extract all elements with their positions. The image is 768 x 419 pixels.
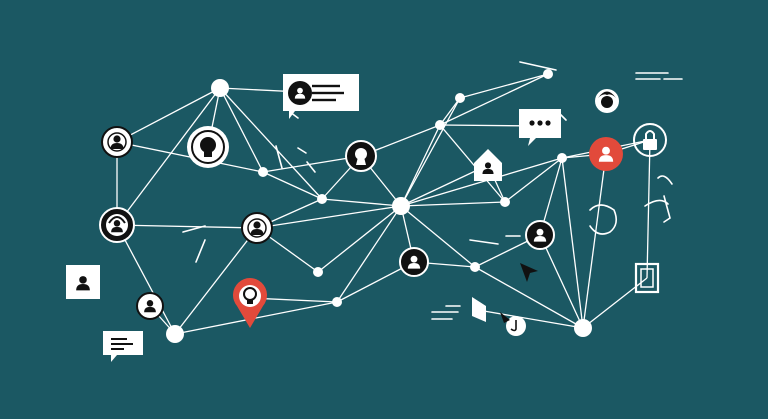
user-card-user-card-icon <box>66 265 100 299</box>
doc-card-document-icon <box>634 262 660 294</box>
link-user-white-middle-hub-bottom-left <box>174 227 258 335</box>
link-hub-center-dot-6 <box>400 157 563 207</box>
link-dot-3-keyhole-user <box>262 155 362 173</box>
link-hub-bottom-right-doc-card <box>582 277 648 329</box>
link-hub-center-dot-4 <box>321 198 402 207</box>
link-hub-bottom-right-flag-marker <box>477 309 584 329</box>
headset-user-headset-icon <box>99 207 135 243</box>
dot-3-node <box>258 167 268 177</box>
decor-stroke <box>663 195 671 223</box>
keyhole-user-keyhole-icon <box>345 140 377 172</box>
user-red-right-user-icon <box>589 137 623 171</box>
link-hub-center-dot-5 <box>400 201 506 207</box>
link-user-dark-right-hub-bottom-right <box>539 234 584 329</box>
link-dot-1-hub-center <box>400 97 461 207</box>
dot-2-node <box>435 120 445 130</box>
hub-bottom-right-node <box>574 319 592 337</box>
profile-card-profile-card-icon <box>283 74 359 119</box>
dot-5-node <box>500 197 510 207</box>
decor-stroke <box>306 161 316 173</box>
decor-stroke <box>297 147 307 154</box>
link-hub-bottom-right-dot-9 <box>474 266 584 329</box>
link-dot-1-dot-10 <box>459 73 549 99</box>
link-user-white-middle-headset-user <box>116 224 258 229</box>
decor-stroke <box>275 145 283 169</box>
decor-stroke <box>657 175 673 185</box>
link-hub-top-dot-3 <box>219 87 264 173</box>
hub-center-node <box>392 197 410 215</box>
dot-1-node <box>455 93 465 103</box>
user-white-middle-user-icon <box>241 212 273 244</box>
link-headset-user-hub-bottom-left <box>116 224 176 335</box>
link-hub-center-dot-9 <box>400 205 476 268</box>
link-hub-bottom-left-dot-8 <box>174 301 338 335</box>
link-dot-6-hub-bottom-right <box>561 157 584 329</box>
user-dark-center-user-icon <box>399 247 429 277</box>
hub-top-node <box>211 79 229 97</box>
link-lock-node-doc-card <box>646 139 651 279</box>
decor-stroke <box>589 204 618 235</box>
link-hub-center-dot-7 <box>317 205 402 273</box>
dot-6-node <box>557 153 567 163</box>
lightbulb-ring-lightbulb-icon <box>187 126 229 168</box>
link-dot-10-dot-2 <box>439 73 549 126</box>
lightbulb-pin-location-pin-icon <box>233 278 268 328</box>
flag-marker-flag-icon <box>472 297 526 336</box>
decor-stroke <box>469 239 499 245</box>
hub-bottom-left-node <box>166 325 184 343</box>
link-hub-top-dot-4 <box>219 87 323 200</box>
avatar-top-right-avatar-icon <box>595 89 619 113</box>
message-card-message-icon <box>103 331 143 362</box>
decor-stroke <box>195 239 206 263</box>
link-hub-center-dot-8 <box>336 205 402 303</box>
link-dot-2-dot-1 <box>439 97 461 126</box>
user-white-left-user-icon <box>101 126 133 158</box>
user-white-small-user-icon <box>136 292 164 320</box>
decor-stroke <box>519 61 557 71</box>
dot-4-node <box>317 194 327 204</box>
link-hub-center-user-white-middle <box>256 205 402 229</box>
dot-7-node <box>313 267 323 277</box>
dot-8-node <box>332 297 342 307</box>
link-hub-top-headset-user <box>116 87 221 226</box>
dot-10-node <box>543 69 553 79</box>
chat-bubble-node-chat-icon <box>519 109 561 146</box>
link-dot-3-dot-4 <box>262 171 323 200</box>
decor-stroke <box>182 225 206 233</box>
link-dot-2-dot-5 <box>439 124 506 203</box>
link-hub-center-home-user <box>400 164 489 207</box>
home-user-home-icon <box>474 149 502 181</box>
cursor-arrow-cursor-icon <box>520 263 538 282</box>
dot-9-node <box>470 262 480 272</box>
link-dot-2-hub-center <box>400 124 441 207</box>
user-dark-right-user-icon <box>525 220 555 250</box>
lock-node-lock-icon <box>633 123 667 157</box>
link-hub-top-user-white-left <box>116 87 221 143</box>
link-hub-bottom-right-user-red-right <box>582 153 607 329</box>
link-dot-6-dot-5 <box>504 157 563 203</box>
